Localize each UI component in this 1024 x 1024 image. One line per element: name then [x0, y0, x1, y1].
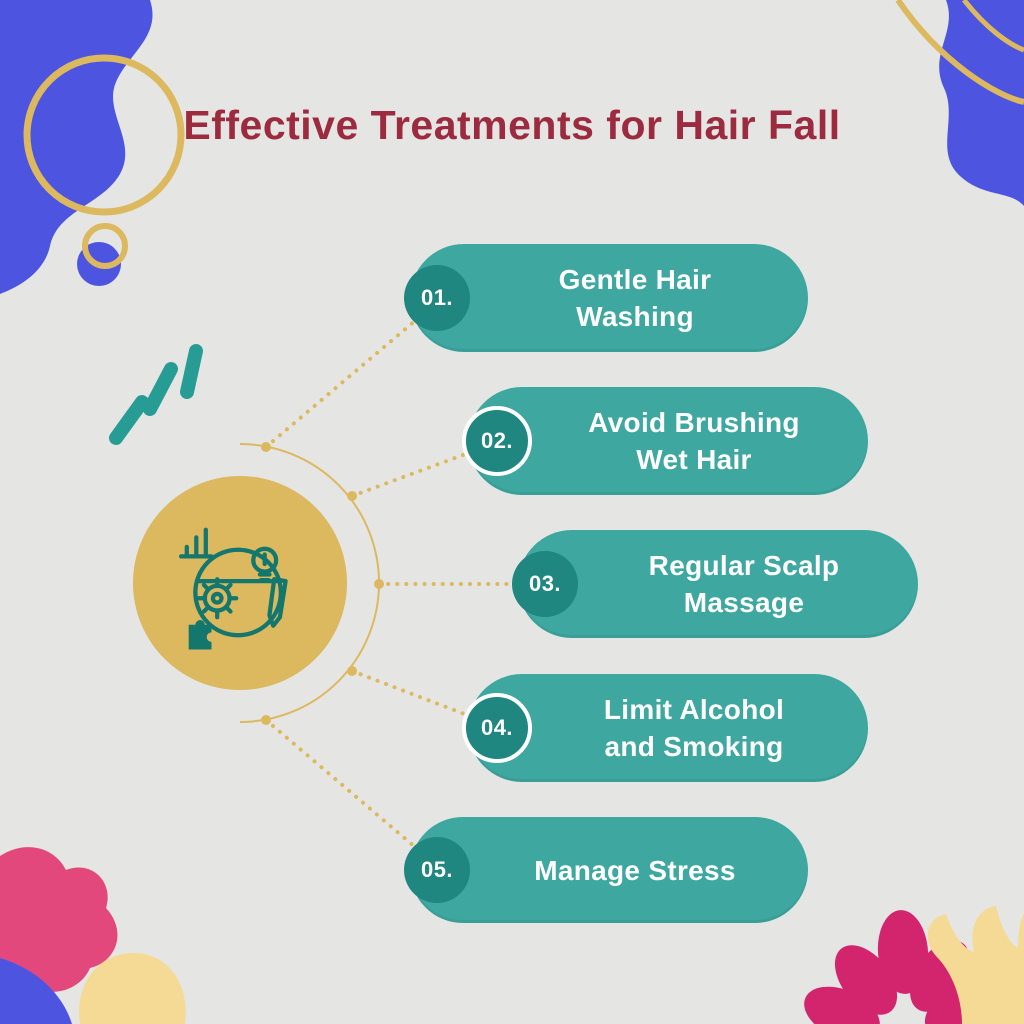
step-number-badge-5: 05.	[404, 837, 470, 903]
decor-teal-brush-strokes	[109, 344, 203, 445]
center-hub	[133, 476, 347, 690]
step-number-badge-4: 04.	[462, 693, 532, 763]
label-line: Wet Hair	[636, 444, 752, 475]
label-line: Washing	[576, 301, 694, 332]
step-number: 02.	[480, 428, 514, 453]
treatment-item-1: 01. Gentle Hair Washing	[404, 244, 808, 352]
step-number: 01.	[420, 285, 454, 310]
decor-flower-yellow-bottom-right	[927, 906, 1024, 1024]
dotted-connector-lines	[264, 296, 553, 872]
treatment-item-5: 05. Manage Stress	[404, 817, 808, 923]
label-line: Manage Stress	[534, 854, 736, 886]
lightbulb-icon	[251, 546, 279, 583]
treatment-label-2: Avoid Brushing Wet Hair	[468, 387, 868, 495]
treatment-label-1: Gentle Hair Washing	[410, 244, 808, 352]
decor-gold-ring-top-left	[23, 54, 185, 216]
decor-blob-yellow-bottom	[79, 952, 186, 1024]
step-number: 05.	[420, 857, 454, 882]
treatment-item-2: 02. Avoid Brushing Wet Hair	[462, 387, 868, 495]
step-number-badge-3: 03.	[512, 551, 578, 617]
label-line: Avoid Brushing	[588, 407, 800, 438]
infographic-title: Effective Treatments for Hair Fall	[183, 102, 841, 148]
step-number-badge-2: 02.	[462, 406, 532, 476]
label-line: Limit Alcohol	[603, 694, 785, 725]
treatment-label-4: Limit Alcohol and Smoking	[468, 674, 868, 782]
decor-blob-blue-bottom-left	[0, 958, 72, 1024]
bar-chart-icon	[178, 527, 214, 559]
pencil-icon	[267, 577, 288, 628]
label-line: Regular Scalp	[648, 550, 840, 581]
step-number: 04.	[480, 715, 514, 740]
treatment-item-4: 04. Limit Alcohol and Smoking	[462, 674, 868, 782]
label-line: Gentle Hair	[558, 264, 712, 295]
label-line: and Smoking	[604, 731, 784, 762]
decor-gold-curve-top-right	[895, 0, 1024, 105]
decor-gold-ring-small	[82, 223, 128, 269]
decor-blob-top-left	[0, 0, 153, 294]
circle-outline-icon	[193, 547, 283, 638]
treatment-label-5: Manage Stress	[410, 817, 808, 923]
step-number: 03.	[528, 571, 562, 596]
treatment-label-3: Regular Scalp Massage	[518, 530, 918, 638]
decor-blob-top-right	[939, 0, 1024, 206]
hair-care-strategy-icon	[178, 527, 288, 650]
decor-blob-pink-bottom-left	[0, 847, 118, 992]
step-number-badge-1: 01.	[404, 265, 470, 331]
treatment-item-3: 03. Regular Scalp Massage	[512, 530, 918, 638]
label-line: Massage	[683, 587, 805, 618]
puzzle-piece-icon	[188, 620, 212, 650]
gear-icon	[196, 577, 239, 620]
decor-gold-curve-top-right-2	[962, 0, 1024, 53]
